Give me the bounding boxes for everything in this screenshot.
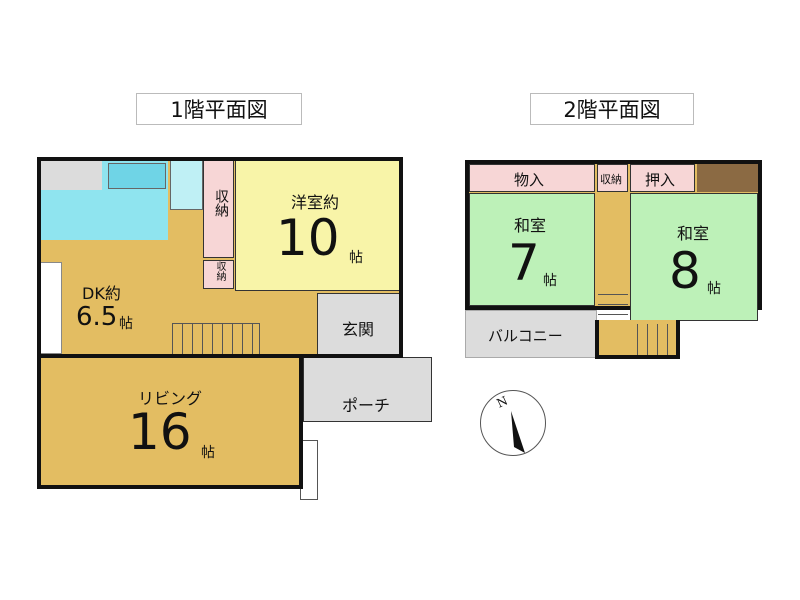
japanese-room-8-unit: 帖: [707, 281, 721, 297]
western-room-size: 10: [276, 209, 340, 267]
closet2: 押入: [630, 164, 695, 192]
entrance-label: 玄関: [342, 320, 375, 339]
storage-floor2: 収納: [597, 164, 628, 192]
western-room-unit: 帖: [349, 250, 363, 266]
storage-floor2-label: 収納: [600, 173, 622, 186]
closet1-label: 物入: [514, 171, 545, 189]
storage-small: 収納: [203, 260, 234, 289]
storage-large: 収納: [203, 160, 234, 258]
storage-small-label: 収納: [214, 261, 225, 281]
japanese-room-7-unit: 帖: [543, 273, 557, 289]
dk-label: DK約: [82, 284, 121, 303]
closet1: 物入: [469, 164, 595, 192]
western-room-label: 洋室約: [291, 193, 340, 212]
entrance: 玄関: [317, 293, 400, 356]
dk-size: 6.5: [76, 302, 118, 332]
floor1-title: 1階平面図: [136, 93, 302, 125]
storage-large-label: 収納: [213, 189, 229, 217]
balcony: バルコニー: [465, 310, 597, 358]
japanese-room-8: 和室 8 帖: [630, 193, 758, 321]
japanese-room-8-label: 和室: [677, 224, 710, 243]
utility: [40, 160, 102, 190]
compass-arrow-icon: [511, 411, 525, 453]
living-size: 16: [128, 403, 192, 461]
western-room: 洋室約 10 帖: [235, 160, 400, 291]
toilet: [170, 160, 203, 210]
floor2-title: 2階平面図: [530, 93, 694, 125]
porch-label: ポーチ: [342, 396, 391, 415]
living-wall: [37, 354, 303, 489]
japanese-room-8-size: 8: [669, 242, 701, 300]
japanese-room-7-label: 和室: [514, 216, 547, 235]
closet2-label: 押入: [645, 171, 676, 189]
living-room: リビング 16 帖: [40, 357, 300, 487]
living-label: リビング: [138, 389, 203, 408]
alcove: [697, 164, 758, 192]
divider-wall: [37, 354, 403, 358]
compass: N: [480, 390, 546, 456]
porch: ポーチ: [303, 357, 432, 422]
living-unit: 帖: [201, 445, 215, 461]
stairs-floor2-horizontal: [628, 324, 676, 355]
japanese-room-7-size: 7: [508, 234, 540, 292]
dk-unit: 帖: [119, 316, 133, 332]
floor1-outer-wall: [37, 157, 403, 358]
balcony-label: バルコニー: [488, 327, 563, 345]
bathtub: [108, 163, 166, 189]
japanese-room-7: 和室 7 帖: [469, 193, 595, 306]
